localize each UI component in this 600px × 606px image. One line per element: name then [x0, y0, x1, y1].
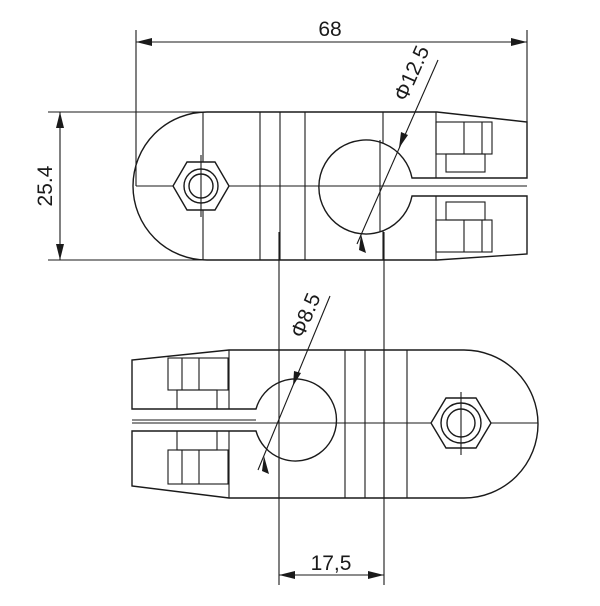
dimension-small-bore: Φ8.5: [257, 290, 331, 474]
hole-spacing-label: 17,5: [311, 552, 352, 575]
overall-length-label: 68: [318, 18, 341, 41]
top-bracket-outline: [132, 111, 528, 261]
dimension-hole-spacing: 17,5: [279, 552, 384, 579]
dimension-height: 25.4: [34, 111, 207, 261]
top-bracket-view: [132, 111, 528, 261]
small-bore-label: Φ8.5: [286, 290, 325, 341]
bottom-bracket-view: [131, 349, 539, 499]
height-label: 25.4: [34, 165, 57, 206]
large-bore-label: Φ12.5: [390, 42, 434, 104]
dimension-overall-length: 68: [135, 18, 528, 186]
